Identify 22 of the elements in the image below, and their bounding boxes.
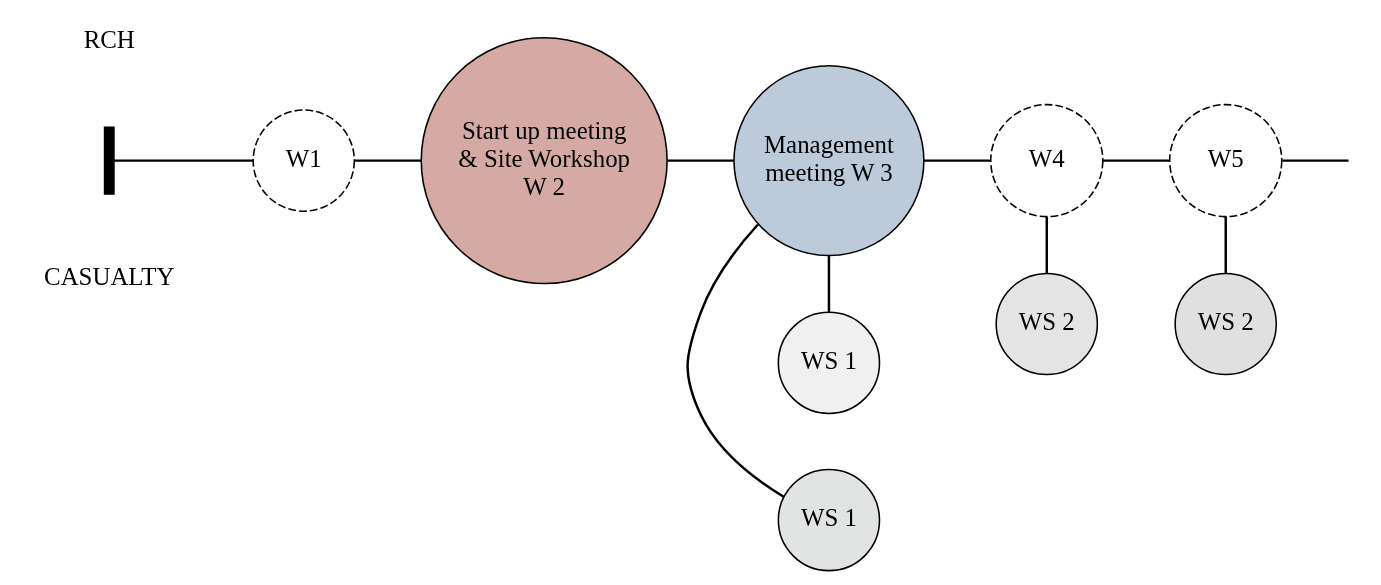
label: RCH — [83, 26, 135, 54]
connector — [1102, 159, 1170, 162]
connector — [827, 256, 830, 313]
connector — [1281, 159, 1349, 162]
connector — [113, 159, 253, 162]
node-circle: W4 — [989, 103, 1104, 218]
node-circle: WS 1 — [777, 311, 880, 415]
node-circle: WS 2 — [1173, 272, 1277, 376]
connector — [354, 159, 421, 162]
node-circle: WS 2 — [994, 272, 1098, 376]
connector — [666, 159, 734, 162]
connector — [685, 223, 784, 498]
connector — [923, 159, 990, 162]
node-circle: Management meeting W 3 — [732, 64, 925, 257]
node-circle: W1 — [251, 109, 355, 212]
label: CASUALTY — [43, 262, 174, 290]
node-bar — [103, 126, 115, 195]
connector — [1045, 216, 1048, 273]
node-circle: Start up meeting & Site Workshop W 2 — [419, 36, 668, 285]
node-circle: W5 — [1168, 103, 1282, 218]
node-circle: WS 1 — [777, 468, 880, 572]
connector — [1224, 216, 1227, 273]
